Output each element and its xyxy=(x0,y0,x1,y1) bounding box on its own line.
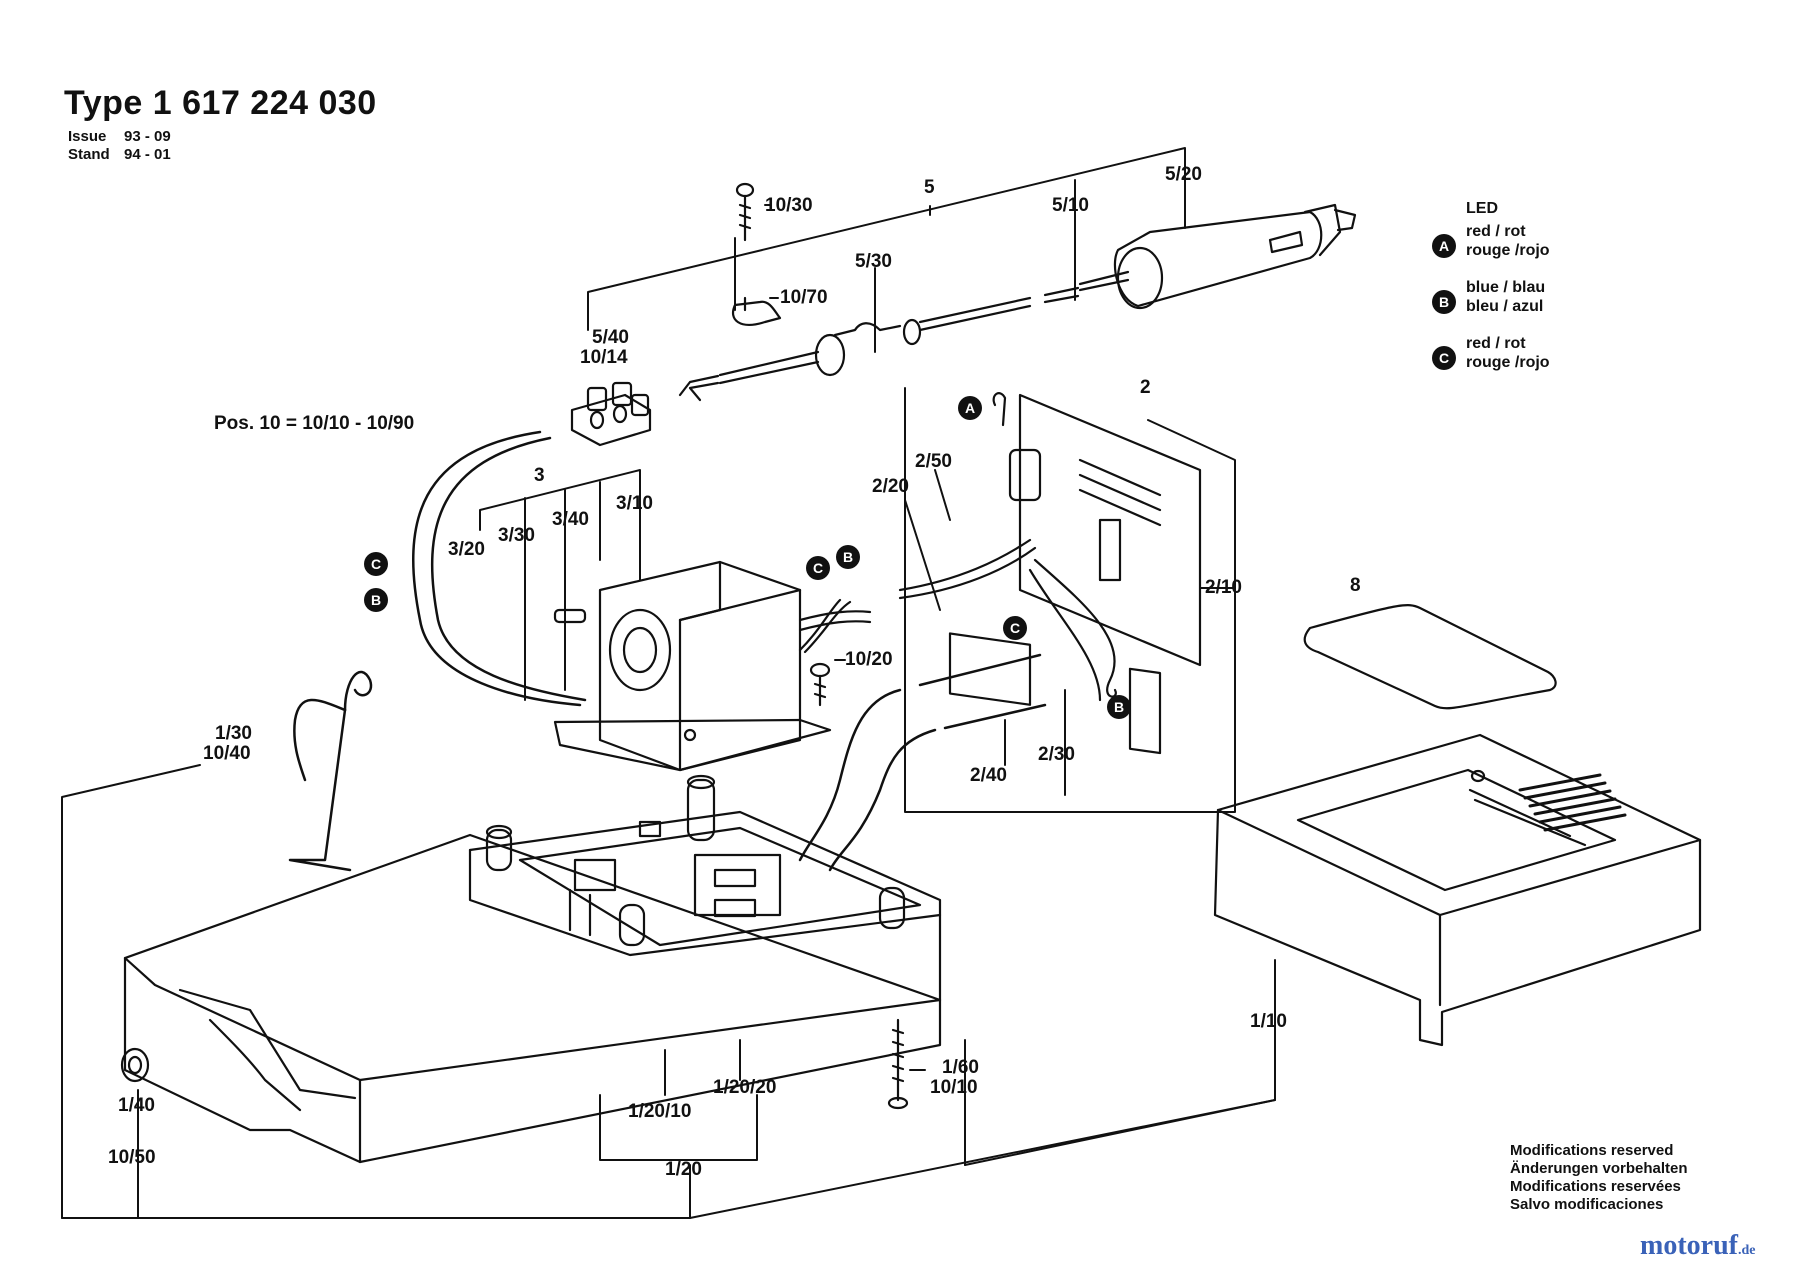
part-label-10-14: 10/14 xyxy=(580,347,628,368)
issue-label: Issue xyxy=(68,128,107,145)
callout-c-mid: C xyxy=(806,556,830,580)
brand-name: motoruf xyxy=(1640,1230,1738,1261)
part-label-5-20: 5/20 xyxy=(1165,164,1202,185)
part-label-10-20: 10/20 xyxy=(845,649,893,670)
legend-badge-c: C xyxy=(1432,346,1456,370)
legend-text-c: red / rot rouge /rojo xyxy=(1466,334,1550,372)
part-label-1-20: 1/20 xyxy=(665,1159,702,1180)
part-label-1-20-20: 1/20/20 xyxy=(713,1077,777,1098)
leader-lines xyxy=(61,147,1276,1219)
wire-bracket-drawing xyxy=(288,670,373,872)
circuit-board-drawing xyxy=(898,392,1202,755)
legend-item-c: C red / rot rouge /rojo xyxy=(1432,334,1652,390)
part-label-2: 2 xyxy=(1140,377,1151,398)
part-label-10-40: 10/40 xyxy=(203,743,251,764)
brand-tld: .de xyxy=(1737,1243,1756,1258)
lower-wires-drawing xyxy=(798,653,1047,872)
legend-badge-b: B xyxy=(1432,290,1456,314)
part-label-5-10: 5/10 xyxy=(1052,195,1089,216)
part-label-2-10: 2/10 xyxy=(1205,577,1242,598)
terminal-block-drawing xyxy=(570,381,652,447)
callout-b-right: B xyxy=(1107,695,1131,719)
cable-drawing xyxy=(678,286,1080,402)
part-label-3-30: 3/30 xyxy=(498,525,535,546)
screw-1-60-drawing xyxy=(887,1018,909,1110)
callout-c-left: C xyxy=(364,552,388,576)
callout-c-right: C xyxy=(1003,616,1027,640)
part-label-10-50: 10/50 xyxy=(108,1147,156,1168)
callout-a: A xyxy=(958,396,982,420)
screw-and-clip-drawing xyxy=(732,182,782,326)
legend-c-line1: red / rot xyxy=(1466,335,1526,352)
legend-a-line1: red / rot xyxy=(1466,223,1526,240)
pad-drawing xyxy=(1303,604,1557,710)
led-legend: LED A red / rot rouge /rojo B blue / bla… xyxy=(1432,200,1652,390)
part-label-1-30: 1/30 xyxy=(215,723,252,744)
part-label-8: 8 xyxy=(1350,575,1361,596)
wires-drawing xyxy=(412,430,587,707)
modifications-fr: Modifications reservées xyxy=(1510,1178,1681,1195)
issue-value: 93 - 09 xyxy=(124,128,171,145)
legend-item-b: B blue / blau bleu / azul xyxy=(1432,278,1652,334)
part-label-3-40: 3/40 xyxy=(552,509,589,530)
part-label-10-10: 10/10 xyxy=(930,1077,978,1098)
legend-text-a: red / rot rouge /rojo xyxy=(1466,222,1550,260)
part-label-2-50: 2/50 xyxy=(915,451,952,472)
modifications-en: Modifications reserved xyxy=(1510,1142,1674,1159)
legend-title: LED xyxy=(1466,200,1498,217)
part-label-5-40: 5/40 xyxy=(592,327,629,348)
pos-note: Pos. 10 = 10/10 - 10/90 xyxy=(214,413,415,434)
part-label-2-30: 2/30 xyxy=(1038,744,1075,765)
part-label-1-60: 1/60 xyxy=(942,1057,979,1078)
cover-drawing xyxy=(1213,733,1702,1047)
part-label-2-40: 2/40 xyxy=(970,765,1007,786)
part-label-10-30: 10/30 xyxy=(765,195,813,216)
stand-label: Stand xyxy=(68,146,110,163)
callout-b-left: B xyxy=(364,588,388,612)
part-label-3-10: 3/10 xyxy=(616,493,653,514)
part-label-3-20: 3/20 xyxy=(448,539,485,560)
legend-b-line2: bleu / azul xyxy=(1466,298,1544,315)
transformer-drawing xyxy=(553,560,872,772)
part-label-5: 5 xyxy=(924,177,935,198)
modifications-notice: Modifications reserved Änderungen vorbeh… xyxy=(1510,1142,1688,1214)
part-label-1-40: 1/40 xyxy=(118,1095,155,1116)
part-label-3: 3 xyxy=(534,465,545,486)
legend-item-a: A red / rot rouge /rojo xyxy=(1432,222,1652,278)
modifications-es: Salvo modificaciones xyxy=(1510,1196,1664,1213)
legend-badge-a: A xyxy=(1432,234,1456,258)
screw-10-20-drawing xyxy=(809,662,831,707)
callout-b-mid: B xyxy=(836,545,860,569)
part-label-10-70: 10/70 xyxy=(780,287,828,308)
part-label-1-20-10: 1/20/10 xyxy=(628,1101,692,1122)
car-plug-drawing xyxy=(1078,203,1357,310)
brand-watermark: motoruf.de xyxy=(1640,1230,1755,1262)
legend-c-line2: rouge /rojo xyxy=(1466,354,1550,371)
base-housing-drawing xyxy=(120,774,942,1164)
legend-b-line1: blue / blau xyxy=(1466,279,1546,296)
modifications-de: Änderungen vorbehalten xyxy=(1510,1160,1688,1177)
stand-value: 94 - 01 xyxy=(124,146,171,163)
part-label-1-10: 1/10 xyxy=(1250,1011,1287,1032)
part-label-2-20: 2/20 xyxy=(872,476,909,497)
diagram-title: Type 1 617 224 030 xyxy=(64,84,377,122)
issue-stand-block: Issue 93 - 09 Stand 94 - 01 xyxy=(68,128,171,164)
part-label-5-30: 5/30 xyxy=(855,251,892,272)
legend-text-b: blue / blau bleu / azul xyxy=(1466,278,1545,316)
legend-a-line2: rouge /rojo xyxy=(1466,242,1550,259)
